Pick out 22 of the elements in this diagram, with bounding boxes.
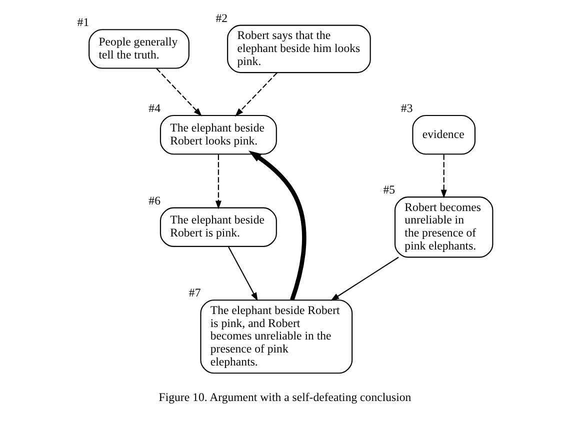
node-label: #3 — [400, 101, 413, 116]
node-label: #1 — [77, 15, 90, 30]
node-box: The elephant beside Robert looks pink. — [160, 114, 277, 155]
arrow — [248, 150, 306, 301]
arrow — [440, 154, 447, 198]
node-box: Robert becomes unreliable in the presence of pink elephants. — [394, 196, 494, 258]
node-box: The elephant beside Robert is pink, and Robert becomes unreliable in the presence of pink elephants. — [200, 300, 353, 374]
node-label: #6 — [148, 193, 160, 208]
node-box: evidence — [412, 114, 476, 155]
node-box: Robert says that the elephant beside him looks pink. — [227, 24, 371, 74]
arrow — [228, 246, 258, 302]
arrow — [156, 68, 202, 116]
node-box: People generally tell the truth. — [88, 29, 190, 69]
node-label: #2 — [216, 10, 228, 25]
arrow — [215, 154, 222, 210]
arrow — [330, 256, 399, 301]
caption: Figure 10. Argument with a self-defeating conclusion — [158, 390, 412, 404]
node-label: #4 — [148, 101, 160, 116]
arrow — [234, 72, 278, 117]
node-box: The elephant beside Robert is pink. — [160, 207, 277, 247]
node-label: #7 — [188, 286, 201, 300]
node-label: #5 — [383, 182, 396, 197]
